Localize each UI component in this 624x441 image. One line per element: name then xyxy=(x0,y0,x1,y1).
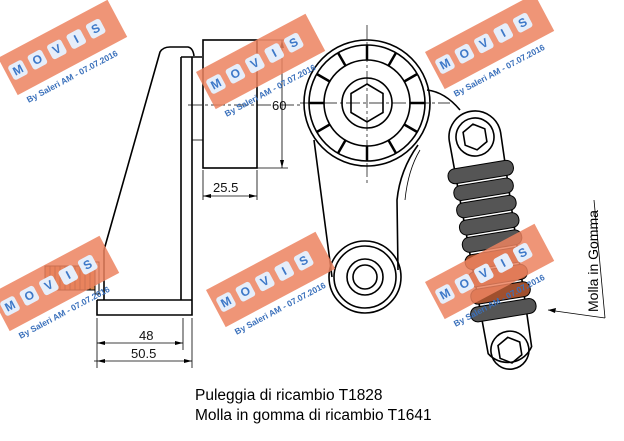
pulley-rib xyxy=(403,123,418,134)
pulley-rib xyxy=(316,123,331,134)
bellow-ring xyxy=(453,177,514,202)
pulley-rib xyxy=(387,139,398,154)
pulley-rib xyxy=(316,72,331,83)
caption-pulley: Puleggia di ricambio T1828 xyxy=(195,387,383,404)
dimension-label: 25.5 xyxy=(213,180,238,195)
dimension-25-5: 25.5 xyxy=(202,170,258,200)
pulley-rib xyxy=(336,139,347,154)
pulley-rib xyxy=(336,52,347,67)
lower-roller xyxy=(328,240,402,314)
pulley-rib xyxy=(387,52,398,67)
pulley-rib xyxy=(403,72,418,83)
dimension-48: 48 50.5 xyxy=(94,318,193,368)
callout-arrow: Molla in Gomma xyxy=(547,199,606,319)
dimension-label: 50.5 xyxy=(131,346,156,361)
tensioner-arm xyxy=(313,89,461,278)
bellow-ring xyxy=(447,159,514,185)
dimension-label: 60 xyxy=(272,98,286,113)
bracket-side-view xyxy=(96,46,203,316)
bellow-ring xyxy=(458,212,520,236)
callout-label: Molla in Gomma xyxy=(585,210,601,312)
bellow-ring xyxy=(456,194,517,219)
pulley-side-view xyxy=(188,39,300,169)
caption-spring: Molla in gomma di ricambio T1641 xyxy=(195,407,432,424)
dimension-label: 48 xyxy=(139,328,153,343)
pulley-front-view xyxy=(300,25,450,185)
bellow-ring xyxy=(470,297,537,323)
